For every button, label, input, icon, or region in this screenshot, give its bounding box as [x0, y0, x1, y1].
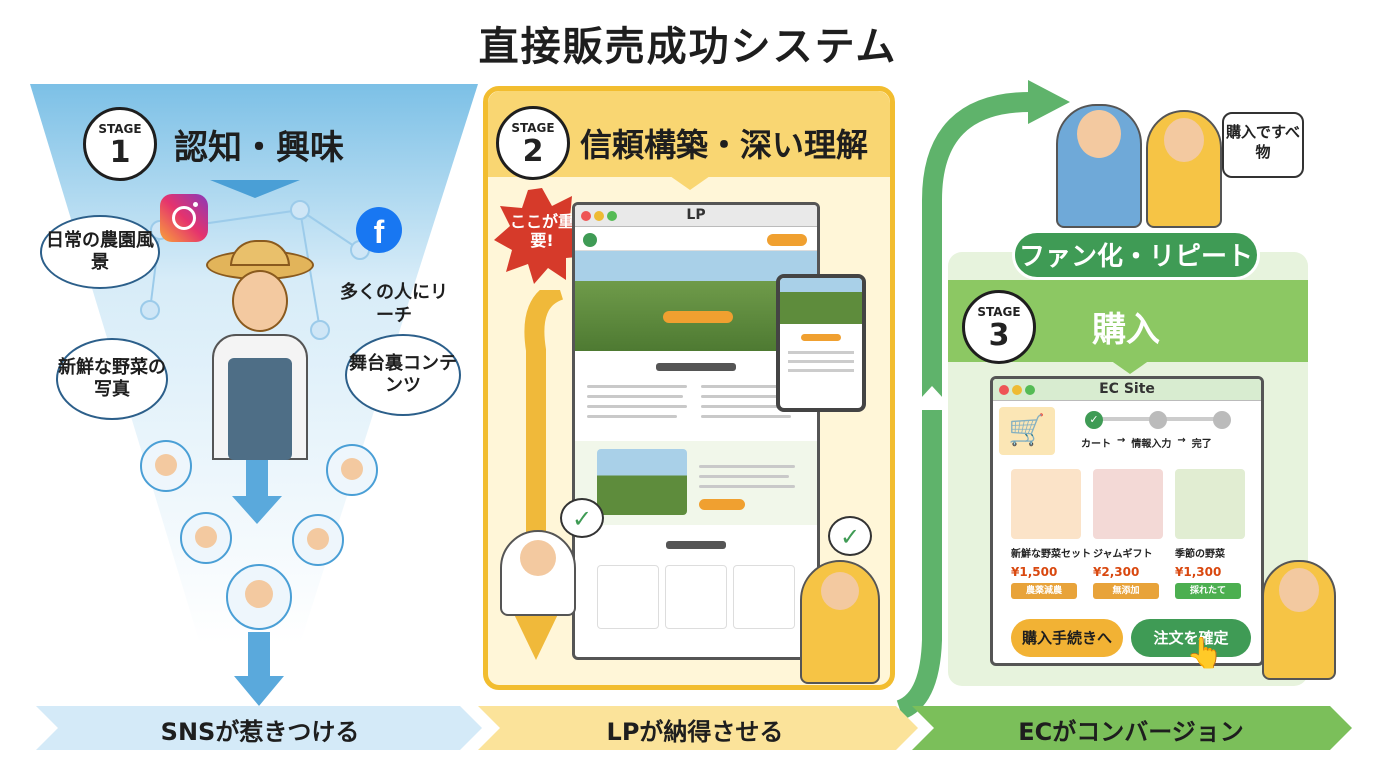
- product-image: [1093, 469, 1163, 539]
- customer-speech-bubble: 購入ですべ物: [1222, 112, 1304, 178]
- customer-man-illustration: [1056, 104, 1142, 228]
- cart-icon: 🛒: [999, 407, 1055, 455]
- stage2-scroll-arrow: [512, 290, 564, 660]
- bubble-daily-farm: 日常の農園風景: [40, 215, 160, 289]
- facebook-icon: f: [356, 207, 402, 253]
- important-burst-shape: [494, 188, 590, 284]
- stage1-title: 認知・興味: [174, 128, 344, 168]
- check-icon: ✓: [828, 516, 872, 556]
- lp-navbar: [575, 227, 817, 251]
- important-burst-text: ここが重要!: [509, 212, 574, 251]
- lp-story-section: [575, 351, 817, 418]
- stage1-footer-label: SNSが惹きつける: [160, 718, 360, 746]
- instagram-icon: [160, 194, 208, 242]
- product-name: ジャムギフト: [1093, 549, 1153, 560]
- checkout-button[interactable]: 購入手続きへ: [1011, 619, 1123, 657]
- bubble-fresh-vegetables: 新鮮な野菜の写真: [56, 338, 168, 420]
- audience-avatar: [292, 514, 344, 566]
- stage2-footer-label: LPが納得させる: [606, 718, 784, 746]
- ec-window: EC Site 🛒 ✓ カート → 情報入力 → 完了 新鮮な野菜セット ジャム…: [990, 376, 1264, 666]
- stage1-down-arrow: [232, 460, 282, 524]
- stage3-footer-label: ECがコンバージョン: [1018, 718, 1244, 746]
- lp-window: LP: [572, 202, 820, 660]
- lp-farmer-section: [575, 441, 817, 525]
- check-icon: ✓: [560, 498, 604, 538]
- stage2-title: 信頼構築・深い理解: [580, 126, 869, 164]
- farmer-illustration: [200, 240, 320, 460]
- stage3-title: 購入: [1092, 310, 1160, 350]
- confirm-order-button[interactable]: 注文を確定: [1131, 619, 1251, 657]
- converted-user-avatar: [226, 564, 292, 630]
- product-name: 新鮮な野菜セット: [1011, 549, 1091, 560]
- stage3-header-pointer: [1110, 360, 1150, 374]
- audience-avatar: [180, 512, 232, 564]
- product-tag: 農薬減農: [1011, 583, 1077, 599]
- product-tag: 無添加: [1093, 583, 1159, 599]
- lp-window-title: LP: [686, 207, 706, 223]
- product-tag: 採れたて: [1175, 583, 1241, 599]
- lp-reviews-section: [575, 535, 817, 645]
- checkout-steps: カート → 情報入力 → 完了: [1081, 435, 1212, 450]
- page-title: 直接販売成功システム: [478, 24, 898, 70]
- stage2-badge: STAGE 2: [496, 106, 570, 180]
- product-price: ¥1,300: [1175, 565, 1222, 579]
- product-price: ¥1,500: [1011, 565, 1058, 579]
- stage3-badge: STAGE 3: [962, 290, 1036, 364]
- product-name: 季節の野菜: [1175, 549, 1225, 560]
- step-pending-icon: [1213, 411, 1231, 429]
- footer-chevrons: [36, 706, 1352, 750]
- lp-tablet-preview: [776, 274, 866, 412]
- reader-woman-illustration: [500, 530, 576, 616]
- step-pending-icon: [1149, 411, 1167, 429]
- product-price: ¥2,300: [1093, 565, 1140, 579]
- pointer-hand-icon: 👆: [1186, 636, 1224, 671]
- reader-woman-illustration: [800, 560, 880, 684]
- customer-woman-illustration: [1146, 110, 1222, 228]
- stage1-badge: STAGE 1: [83, 107, 157, 181]
- fan-repeat-pill: ファン化・リピート: [1012, 230, 1260, 280]
- repeat-cycle-arrow: [896, 80, 1070, 720]
- happy-customer-illustration: [1262, 560, 1336, 680]
- product-image: [1011, 469, 1081, 539]
- lp-window-titlebar: LP: [575, 205, 817, 227]
- product-image: [1175, 469, 1245, 539]
- stage1-bottom-arrow: [234, 632, 284, 706]
- ec-window-title: EC Site: [1099, 381, 1155, 397]
- audience-avatar: [326, 444, 378, 496]
- ec-window-titlebar: EC Site: [993, 379, 1261, 401]
- step-done-icon: ✓: [1085, 411, 1103, 429]
- audience-avatar: [140, 440, 192, 492]
- bubble-behind-scenes: 舞台裏コンテンツ: [345, 334, 461, 416]
- text-reach-many: 多くの人にリーチ: [340, 282, 448, 326]
- stage2-header-pointer: [670, 176, 710, 190]
